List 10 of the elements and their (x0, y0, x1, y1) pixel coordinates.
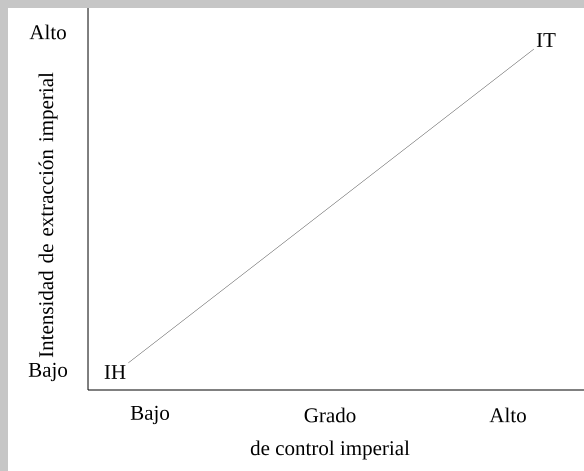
axis-title: Intensidad de extracción imperial (38, 72, 58, 358)
axis-title: de control imperial (250, 440, 410, 460)
point-label: IH (104, 365, 126, 379)
trend-line (128, 48, 534, 364)
point-label: IT (536, 33, 556, 47)
axis-level-label: Alto (30, 24, 66, 40)
axis-title: Grado (304, 408, 356, 422)
axis-level-label: Bajo (130, 406, 170, 424)
axis-level-label: Bajo (28, 362, 68, 382)
axis-level-label: Alto (490, 408, 526, 422)
